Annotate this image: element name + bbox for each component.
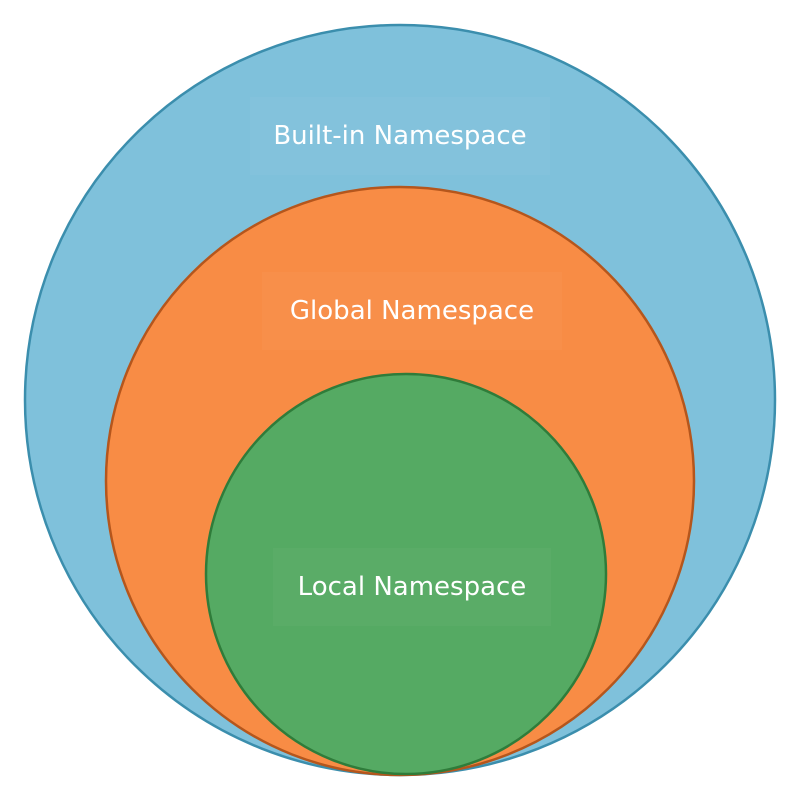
local-namespace-circle — [204, 372, 608, 776]
global-namespace-label: Global Namespace — [262, 272, 562, 350]
builtin-namespace-label: Built-in Namespace — [250, 97, 550, 175]
builtin-namespace-label-text: Built-in Namespace — [273, 121, 527, 151]
local-namespace-label: Local Namespace — [273, 548, 551, 626]
local-namespace-label-text: Local Namespace — [297, 572, 527, 602]
global-namespace-label-text: Global Namespace — [289, 296, 535, 326]
